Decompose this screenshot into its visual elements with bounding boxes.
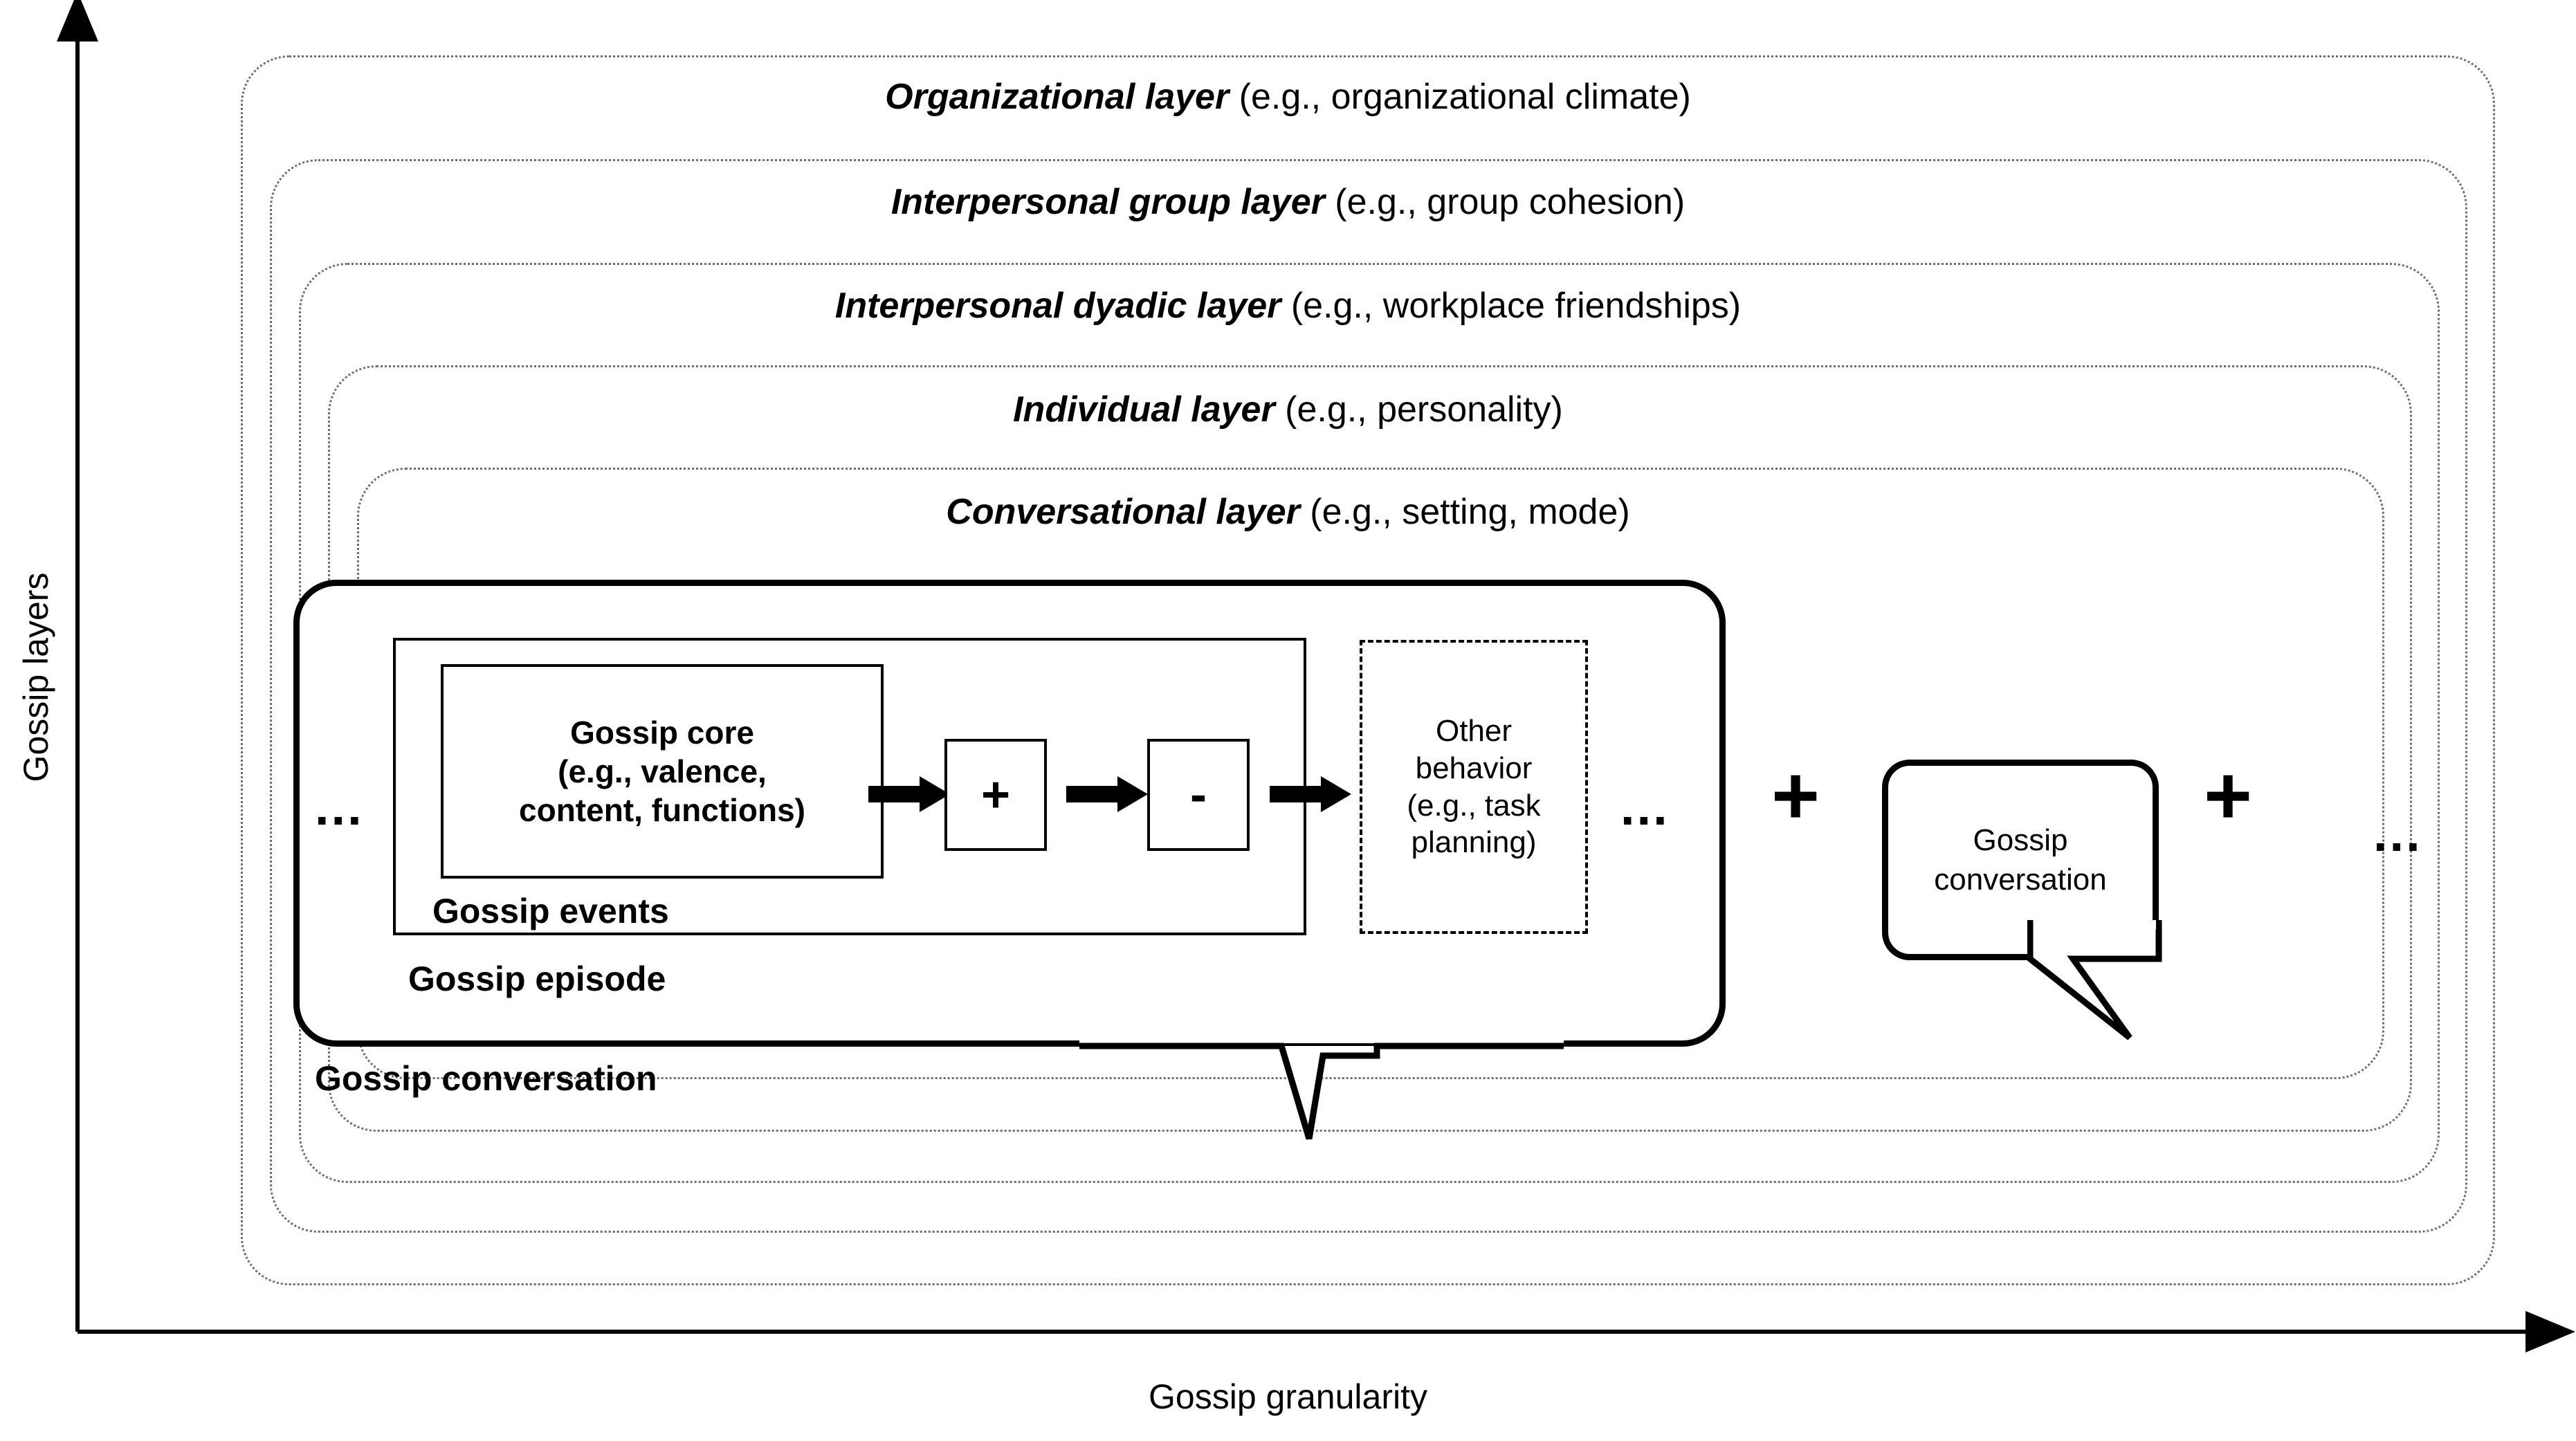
layer-label-individual: Individual layer (e.g., personality) <box>0 389 2576 430</box>
other-behavior-line1: Other <box>1435 714 1513 749</box>
speech-bubble-tail-icon <box>2027 920 2162 1040</box>
plus-after-bubble: + <box>2204 749 2253 842</box>
layer-example-interpersonal-group: (e.g., group cohesion) <box>1324 182 1686 222</box>
leading-ellipsis: ... <box>315 778 364 836</box>
valence-positive-box: + <box>944 739 1047 851</box>
x-axis-label: Gossip granularity <box>1149 1377 1427 1416</box>
gossip-episode-label: Gossip episode <box>408 960 666 998</box>
arrow-core-to-plus-icon <box>868 776 950 812</box>
plus-before-bubble: + <box>1771 749 1820 842</box>
bubble-line2: conversation <box>1934 863 2107 897</box>
other-behavior-line4: planning) <box>1411 825 1537 860</box>
other-behavior-line3: (e.g., task <box>1407 788 1541 823</box>
layer-ring-organizational <box>241 55 2495 1285</box>
bubble-line1: Gossip <box>1973 823 2068 857</box>
gossip-core-line1: Gossip core <box>570 714 754 751</box>
arrow-minus-to-other-behavior-icon <box>1270 776 1351 812</box>
layer-name-individual: Individual layer <box>1013 389 1275 430</box>
mid-ellipsis: ... <box>1620 778 1670 836</box>
gossip-core-line2: (e.g., valence, <box>558 753 767 789</box>
layer-label-interpersonal-dyadic: Interpersonal dyadic layer (e.g., workpl… <box>0 285 2576 327</box>
layer-name-conversational: Conversational layer <box>946 492 1300 532</box>
gossip-conversation-label: Gossip conversation <box>315 1059 657 1098</box>
gossip-events-label: Gossip events <box>432 892 669 930</box>
layer-name-interpersonal-group: Interpersonal group layer <box>890 182 1325 222</box>
layer-name-organizational: Organizational layer <box>885 77 1230 117</box>
layer-example-organizational: (e.g., organizational climate) <box>1229 77 1691 117</box>
layer-ring-interpersonal-group <box>270 159 2467 1233</box>
layer-label-organizational: Organizational layer (e.g., organization… <box>0 76 2576 118</box>
gossip-core-box: Gossip core (e.g., valence, content, fun… <box>441 664 884 879</box>
layer-label-conversational: Conversational layer (e.g., setting, mod… <box>0 491 2576 533</box>
plus-sign: + <box>980 767 1011 823</box>
layer-name-interpersonal-dyadic: Interpersonal dyadic layer <box>834 286 1281 326</box>
layer-example-individual: (e.g., personality) <box>1275 389 1563 430</box>
valence-negative-box: - <box>1147 739 1250 851</box>
y-axis-label: Gossip layers <box>17 572 55 782</box>
minus-sign: - <box>1190 767 1207 823</box>
layer-label-interpersonal-group: Interpersonal group layer (e.g., group c… <box>0 181 2576 223</box>
other-behavior-line2: behavior <box>1415 751 1533 785</box>
layer-example-conversational: (e.g., setting, mode) <box>1299 492 1630 532</box>
arrow-plus-to-minus-icon <box>1066 776 1148 812</box>
other-behavior-box: Other behavior (e.g., task planning) <box>1360 640 1588 934</box>
gossip-core-line3: content, functions) <box>519 792 805 829</box>
trailing-ellipsis: ... <box>2373 805 2422 862</box>
gossip-conversation-tail <box>1079 1024 1564 1140</box>
layer-example-interpersonal-dyadic: (e.g., workplace friendships) <box>1281 286 1742 326</box>
